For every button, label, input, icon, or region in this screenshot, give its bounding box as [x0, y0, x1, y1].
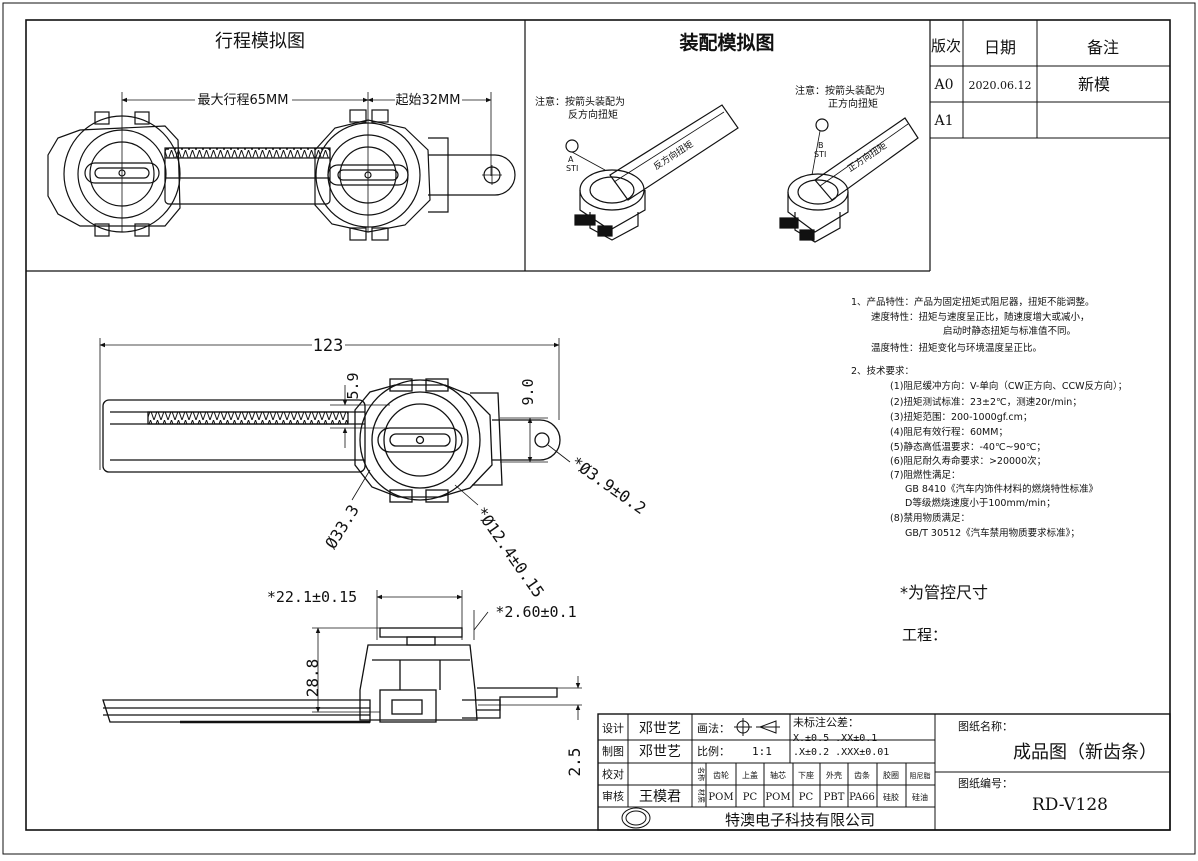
- drawing-name-label: 图纸名称：: [958, 719, 1013, 733]
- company-name: 特澳电子科技有限公司: [725, 811, 875, 829]
- left-rack-label: 反方向扭矩: [651, 138, 695, 173]
- note-line: (5)静态高低温要求：-40℃~90℃；: [890, 441, 1046, 453]
- rev-row1-version: A0: [933, 77, 953, 93]
- top-panels: [26, 20, 931, 272]
- part-name: 齿条: [854, 770, 870, 780]
- left-note-line1: 注意：按箭头装配为: [535, 95, 625, 108]
- scale-value: 1:1: [752, 745, 772, 758]
- part-name: 下座: [798, 770, 814, 780]
- design-label: 设计: [602, 722, 624, 735]
- note-line: (7)阻燃性满足：: [890, 469, 960, 481]
- max-stroke-label: 最大行程65MM: [198, 93, 289, 108]
- drawing-number-label: 图纸编号：: [958, 776, 1013, 790]
- review-label: 审核: [602, 789, 624, 803]
- rev-header-note: 备注: [1087, 38, 1119, 57]
- check-label: 校对: [602, 767, 624, 781]
- rev-row1-date: 2020.06.12: [969, 79, 1032, 92]
- tolerance-title: 未标注公差：: [793, 715, 859, 729]
- assembly-left: [565, 104, 739, 241]
- material-name: PBT: [824, 792, 845, 803]
- note-line: (1)阻尼缓冲方向：V-单向（CW正方向、CCW反方向）；: [890, 380, 1127, 392]
- note-line: (6)阻尼耐久寿命要求：>20000次；: [890, 455, 1046, 467]
- part-row-label: 名称: [697, 767, 706, 781]
- part-name: 阻尼脂: [910, 771, 931, 780]
- side-view: [102, 590, 582, 724]
- review-name: 王模君: [639, 789, 681, 805]
- note-line: (8)禁用物质满足：: [890, 512, 970, 524]
- part-name: 胶圈: [883, 770, 899, 780]
- note-line: D等级燃烧速度小于100mm/min；: [905, 497, 1056, 509]
- dim-2-5: 2.5: [565, 748, 584, 777]
- material-row-label: 材质: [697, 789, 706, 803]
- note-line: (2)扭矩测试标准：23±2℃，测速20r/min；: [890, 396, 1082, 408]
- project-label: 工程：: [902, 626, 947, 644]
- draw-label: 制图: [602, 745, 624, 758]
- material-name: PC: [743, 792, 758, 803]
- rev-row1-note: 新模: [1078, 75, 1110, 94]
- part-name: 齿轮: [713, 770, 729, 780]
- dim-total-length: 123: [313, 336, 344, 356]
- tolerance-row1: X.±0.5 .XX±0.1: [793, 733, 877, 744]
- rev-header-version: 版次: [931, 37, 961, 55]
- top-view: [99, 338, 571, 506]
- dim-2-60: *2.60±0.1: [495, 603, 576, 621]
- left-badge-code: STI: [566, 164, 578, 173]
- title-block: [597, 713, 1171, 831]
- rev-row2-version: A1: [933, 113, 953, 129]
- projection-method-label: 画法：: [697, 721, 730, 735]
- title-block-text: 设计 邓世艺 制图 邓世艺 校对 审核 王模君 画法： 比例： 1:1 未标注公…: [602, 715, 1157, 829]
- material-name: PC: [799, 792, 814, 803]
- right-note-line1: 注意：按箭头装配为: [795, 84, 885, 97]
- dim-9-0: 9.0: [519, 378, 537, 405]
- controlled-dimension-note: *为管控尺寸: [900, 583, 988, 602]
- assembly-right: [779, 117, 919, 243]
- dim-5-9: 5.9: [344, 372, 362, 399]
- note-line: 温度特性：扭矩变化与环境温度呈正比。: [871, 342, 1042, 354]
- drawing-name: 成品图（新齿条）: [1013, 742, 1157, 763]
- assembly-panel-title: 装配模拟图: [678, 31, 774, 54]
- note-line: (4)阻尼有效行程：60MM；: [890, 426, 1008, 438]
- stroke-simulation: [47, 92, 516, 241]
- left-badge-letter: A: [568, 155, 574, 164]
- note-line: GB 8410《汽车内饰件材料的燃烧特性标准》: [905, 483, 1098, 495]
- material-name: POM: [765, 792, 790, 803]
- stroke-panel-title: 行程模拟图: [215, 31, 305, 52]
- note-line: 启动时静态扭矩与标准值不同。: [943, 325, 1076, 337]
- note-line: GB/T 30512《汽车禁用物质要求标准》；: [905, 527, 1080, 539]
- rev-header-date: 日期: [984, 38, 1016, 57]
- material-name: 硅油: [912, 792, 928, 802]
- right-badge-code: STI: [814, 150, 826, 159]
- dim-22-1: *22.1±0.15: [267, 588, 357, 606]
- drawing-number: RD-V128: [1032, 795, 1108, 815]
- scale-label: 比例：: [697, 744, 730, 758]
- note-line: 2、技术要求：: [851, 365, 914, 377]
- material-name: PA66: [849, 792, 875, 803]
- dim-phi-12-4: *Ø12.4±0.15: [472, 503, 548, 601]
- material-name: POM: [708, 792, 733, 803]
- part-name: 上盖: [742, 770, 758, 780]
- start-stroke-label: 起始32MM: [396, 93, 461, 108]
- right-badge-letter: B: [818, 141, 824, 150]
- part-name: 轴芯: [770, 770, 786, 780]
- left-note-line2: 反方向扭矩: [568, 108, 618, 121]
- technical-notes: 1、产品特性：产品为固定扭矩式阻尼器，扭矩不能调整。 速度特性：扭矩与速度呈正比…: [851, 296, 1127, 539]
- dim-28-8: 28.8: [303, 659, 322, 698]
- note-line: (3)扭矩范围：200-1000gf.cm；: [890, 411, 1032, 423]
- dim-phi-33-3: Ø33.3: [321, 501, 363, 552]
- right-note-line2: 正方向扭矩: [828, 97, 878, 110]
- material-name: 硅胶: [883, 792, 899, 802]
- dim-phi-3-9: *Ø3.9±0.2: [568, 453, 650, 518]
- note-line: 1、产品特性：产品为固定扭矩式阻尼器，扭矩不能调整。: [851, 296, 1095, 308]
- note-line: 速度特性：扭矩与速度呈正比，随速度增大或减小，: [871, 311, 1090, 323]
- design-name: 邓世艺: [639, 721, 681, 737]
- draw-name: 邓世艺: [639, 744, 681, 760]
- tolerance-row2: .X±0.2 .XXX±0.01: [793, 747, 889, 758]
- revision-table: [930, 20, 1170, 139]
- part-name: 外壳: [826, 770, 842, 780]
